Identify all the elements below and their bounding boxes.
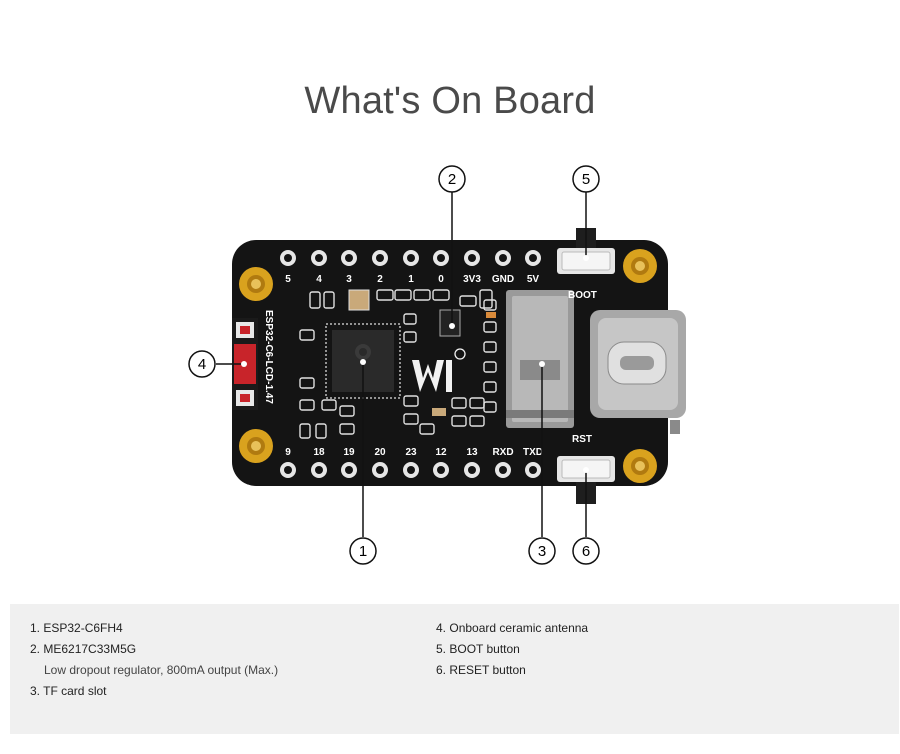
callout-number: 5 bbox=[582, 171, 590, 188]
mounting-holes bbox=[239, 249, 657, 483]
callout-leader-lines bbox=[216, 192, 587, 537]
legend-label: RESET button bbox=[449, 663, 526, 677]
board-diagram: 5 4 3 2 1 0 3V3 GND 5V 9 18 19 20 23 12 … bbox=[188, 165, 686, 565]
pin-label: 9 bbox=[285, 447, 291, 458]
legend-label: TF card slot bbox=[43, 684, 107, 698]
legend-number: 3. bbox=[30, 684, 41, 698]
legend-column-right: 4. Onboard ceramic antenna 5. BOOT butto… bbox=[436, 618, 588, 681]
pin-label: TXD bbox=[523, 447, 543, 458]
legend-item: 2. ME6217C33M5G bbox=[30, 639, 278, 660]
legend-description: Low dropout regulator, 800mA output (Max… bbox=[44, 663, 279, 677]
callout-number: 1 bbox=[359, 543, 367, 560]
pin-label: 1 bbox=[408, 274, 414, 285]
component-legend: 1. ESP32-C6FH4 2. ME6217C33M5G Low dropo… bbox=[10, 604, 899, 734]
legend-item: 1. ESP32-C6FH4 bbox=[30, 618, 278, 639]
tf-card-slot bbox=[506, 290, 574, 428]
legend-number: 1. bbox=[30, 621, 41, 635]
pin-label: 2 bbox=[377, 274, 383, 285]
callout-2: 2 bbox=[438, 165, 466, 193]
page-title: What's On Board bbox=[304, 80, 596, 122]
callout-number: 6 bbox=[582, 543, 590, 560]
usb-c-connector bbox=[590, 310, 686, 434]
board-model-silkscreen: ESP32-C6-LCD-1.47 bbox=[263, 310, 274, 404]
callout-dots bbox=[241, 255, 589, 473]
pin-label: GND bbox=[492, 274, 514, 285]
waveshare-logo bbox=[412, 348, 466, 392]
pin-label: 19 bbox=[343, 447, 355, 458]
top-pin-labels: 5 4 3 2 1 0 3V3 GND 5V bbox=[285, 274, 539, 285]
rst-silkscreen-label: RST bbox=[572, 434, 592, 445]
pin-label: 4 bbox=[316, 274, 322, 285]
legend-number: 2. bbox=[30, 642, 41, 656]
pin-label: 18 bbox=[313, 447, 325, 458]
pin-label: 5V bbox=[527, 274, 540, 285]
callout-number: 4 bbox=[198, 356, 206, 373]
legend-label: Onboard ceramic antenna bbox=[449, 621, 589, 635]
legend-item: 4. Onboard ceramic antenna bbox=[436, 618, 588, 639]
top-pin-holes bbox=[280, 250, 541, 266]
callout-3: 3 bbox=[528, 537, 556, 565]
legend-number: 6. bbox=[436, 663, 447, 677]
legend-item: 5. BOOT button bbox=[436, 639, 588, 660]
crystal-component bbox=[348, 289, 370, 311]
pin-label: 13 bbox=[466, 447, 478, 458]
pin-label: 23 bbox=[405, 447, 417, 458]
callout-6: 6 bbox=[572, 537, 600, 565]
callout-5: 5 bbox=[572, 165, 600, 193]
capacitor-component bbox=[486, 312, 496, 318]
ldo-regulator bbox=[439, 309, 461, 337]
bottom-pin-holes bbox=[280, 462, 541, 478]
legend-item: 3. TF card slot bbox=[30, 681, 278, 702]
pin-label: RXD bbox=[492, 447, 513, 458]
capacitor-component bbox=[432, 408, 446, 416]
pin-label: 3V3 bbox=[463, 274, 481, 285]
legend-label: ME6217C33M5G bbox=[43, 642, 137, 656]
legend-label: ESP32-C6FH4 bbox=[43, 621, 123, 635]
smd-components bbox=[299, 289, 497, 439]
pin-label: 3 bbox=[346, 274, 352, 285]
pin-label: 20 bbox=[374, 447, 386, 458]
legend-number: 4. bbox=[436, 621, 447, 635]
boot-silkscreen-label: BOOT bbox=[568, 290, 597, 301]
callout-1: 1 bbox=[349, 537, 377, 565]
legend-item: 6. RESET button bbox=[436, 660, 588, 681]
callout-number: 2 bbox=[448, 171, 456, 188]
bottom-pin-labels: 9 18 19 20 23 12 13 RXD TXD bbox=[285, 447, 543, 458]
callout-number: 3 bbox=[538, 543, 546, 560]
pin-label: 0 bbox=[438, 274, 444, 285]
pin-label: 12 bbox=[435, 447, 447, 458]
legend-column-left: 1. ESP32-C6FH4 2. ME6217C33M5G Low dropo… bbox=[30, 618, 278, 702]
pin-label: 5 bbox=[285, 274, 291, 285]
legend-number: 5. bbox=[436, 642, 447, 656]
callout-4: 4 bbox=[188, 350, 216, 378]
reset-button bbox=[557, 456, 615, 504]
legend-label: BOOT button bbox=[449, 642, 520, 656]
